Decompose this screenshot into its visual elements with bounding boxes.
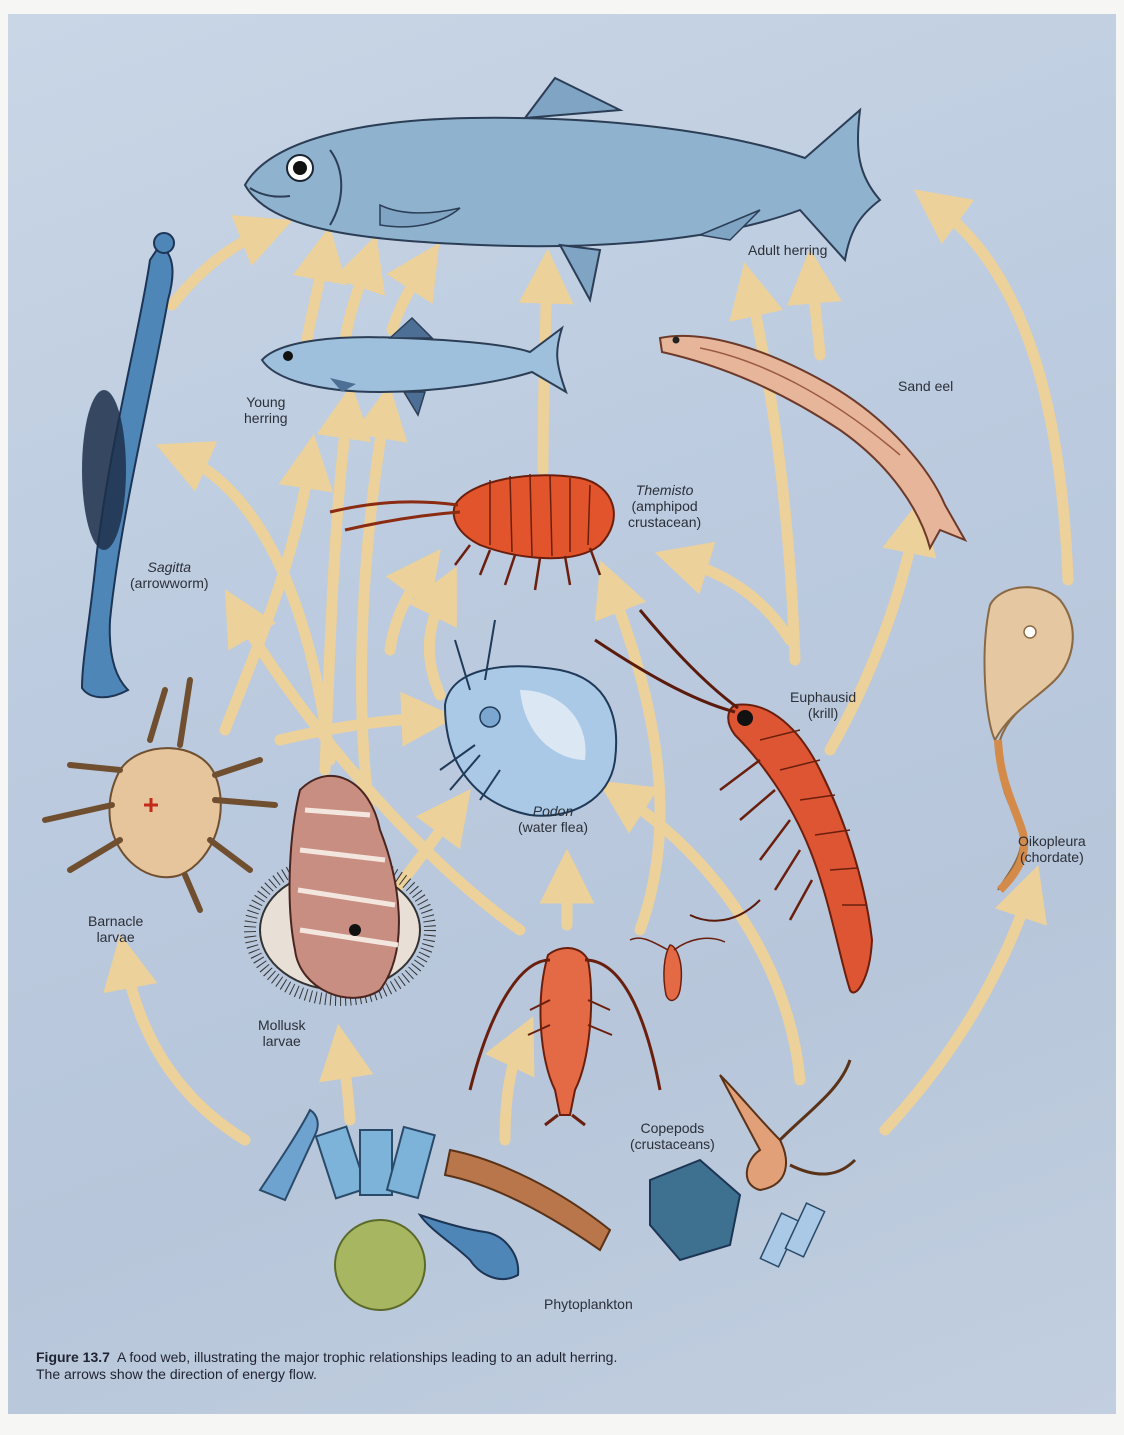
- adult-herring-illustration: [245, 78, 880, 300]
- label-phytoplankton: Phytoplankton: [544, 1296, 633, 1312]
- label-euphausid: Euphausid (krill): [790, 689, 856, 721]
- arrow-phyto-to-copepod-left: [505, 1040, 522, 1140]
- label-sagitta-line2: (arrowworm): [130, 575, 209, 591]
- arrow-young-herring-to-adult-herring-1: [305, 252, 325, 350]
- arrow-krill-to-adult-herring-2: [812, 275, 820, 355]
- caption-text-line2: The arrows show the direction of energy …: [36, 1366, 796, 1383]
- arrow-phyto-to-mollusk: [342, 1050, 350, 1120]
- label-copepods-line2: (crustaceans): [630, 1136, 715, 1152]
- label-sand-eel-text: Sand eel: [898, 378, 953, 394]
- label-sagitta-name: Sagitta: [130, 559, 209, 575]
- label-mollusk-larvae: Mollusk larvae: [258, 1017, 305, 1049]
- energy-flow-arrows: [125, 205, 1068, 1140]
- label-barnacle-larvae: Barnacle larvae: [88, 913, 143, 945]
- arrow-mollusk-to-podon: [280, 718, 430, 740]
- arrow-phyto-to-oikopleura: [885, 890, 1030, 1130]
- label-oikopleura-line2: (chordate): [1018, 849, 1086, 865]
- arrow-phyto-to-barnacle: [125, 960, 245, 1140]
- label-barnacle-line1: Barnacle: [88, 913, 143, 929]
- label-copepods: Copepods (crustaceans): [630, 1120, 715, 1152]
- label-themisto-name: Themisto: [628, 482, 701, 498]
- label-podon-name: Podon: [518, 803, 588, 819]
- sand-eel-illustration: [660, 336, 965, 548]
- label-phytoplankton-text: Phytoplankton: [544, 1296, 633, 1312]
- label-oikopleura: Oikopleura (chordate): [1018, 833, 1086, 865]
- arrow-sagitta-to-adult-herring: [172, 230, 268, 305]
- label-themisto: Themisto (amphipod crustacean): [628, 482, 701, 530]
- label-barnacle-line2: larvae: [88, 929, 143, 945]
- caption-line1: Figure 13.7 A food web, illustrating the…: [36, 1349, 796, 1366]
- arrow-mollusk-to-podon-2: [390, 570, 425, 650]
- label-podon-line2: (water flea): [518, 819, 588, 835]
- arrow-mollusk-to-young-herring-1: [325, 410, 348, 770]
- caption-text-line1: A food web, illustrating the major troph…: [117, 1349, 617, 1365]
- label-young-herring-line1: Young: [244, 394, 288, 410]
- label-adult-herring: Adult herring: [748, 242, 827, 258]
- arrow-podon-to-themisto: [429, 590, 445, 695]
- label-young-herring-line2: herring: [244, 410, 288, 426]
- label-adult-herring-text: Adult herring: [748, 242, 827, 258]
- barnacle-larvae-illustration: [45, 680, 275, 910]
- label-sand-eel: Sand eel: [898, 378, 953, 394]
- label-podon: Podon (water flea): [518, 803, 588, 835]
- label-young-herring: Young herring: [244, 394, 288, 426]
- figure-caption: Figure 13.7 A food web, illustrating the…: [36, 1349, 796, 1383]
- caption-figure-number: Figure 13.7: [36, 1349, 110, 1365]
- label-themisto-line2: (amphipod: [628, 498, 701, 514]
- label-sagitta: Sagitta (arrowworm): [130, 559, 209, 591]
- label-mollusk-line2: larvae: [258, 1033, 305, 1049]
- label-euphausid-line2: (krill): [790, 705, 856, 721]
- label-copepods-line1: Copepods: [630, 1120, 715, 1136]
- arrow-young-herring-to-adult-herring-2: [345, 260, 368, 340]
- arrow-copepod-to-themisto: [610, 585, 660, 930]
- label-mollusk-line1: Mollusk: [258, 1017, 305, 1033]
- arrow-krill-to-themisto: [680, 560, 790, 640]
- sagitta-illustration: [82, 233, 174, 697]
- label-themisto-line3: crustacean): [628, 514, 701, 530]
- podon-illustration: [440, 620, 616, 816]
- label-oikopleura-line1: Oikopleura: [1018, 833, 1086, 849]
- label-euphausid-line1: Euphausid: [790, 689, 856, 705]
